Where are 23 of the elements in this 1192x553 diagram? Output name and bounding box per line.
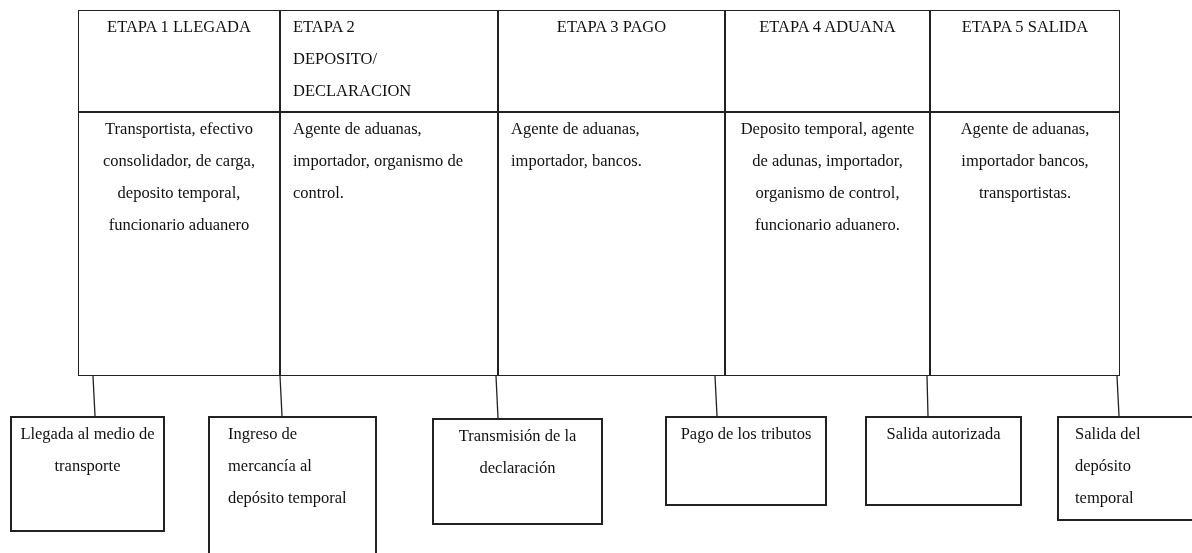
participants-text: Deposito temporal, agente de adunas, importador, organismo de control, funcionario aduanero.: [725, 112, 930, 376]
step-box: Llegada al medio de transporte: [10, 416, 165, 532]
stage-heading: ETAPA 5 SALIDA: [930, 10, 1120, 112]
step-box: Pago de los tributos: [665, 416, 827, 506]
stage-heading: ETAPA 3 PAGO: [498, 10, 725, 112]
step-box: Salida del depósito temporal: [1057, 416, 1192, 521]
participants-text: Transportista, efectivo consolidador, de carga, deposito temporal, funcionario aduanero: [78, 112, 280, 376]
connector-line: [1116, 375, 1120, 417]
connector-line: [714, 375, 718, 417]
stage-heading: ETAPA 2 DEPOSITO/ DECLARACION: [280, 10, 498, 112]
connector-line: [495, 375, 499, 419]
participants-text: Agente de aduanas, importador, organismo de control.: [280, 112, 498, 376]
connector-line: [279, 375, 283, 417]
connector-line: [926, 375, 929, 417]
stage-heading: ETAPA 4 ADUANA: [725, 10, 930, 112]
participants-text: Agente de aduanas, importador bancos, transportistas.: [930, 112, 1120, 376]
connector-line: [92, 375, 96, 417]
step-box: Ingreso de mercancía al depósito temporal: [208, 416, 377, 553]
stage-table: [78, 10, 1120, 376]
stage-heading: ETAPA 1 LLEGADA: [78, 10, 280, 112]
step-box: Transmisión de la declaración: [432, 418, 603, 525]
participants-text: Agente de aduanas, importador, bancos.: [498, 112, 725, 376]
step-box: Salida autorizada: [865, 416, 1022, 506]
